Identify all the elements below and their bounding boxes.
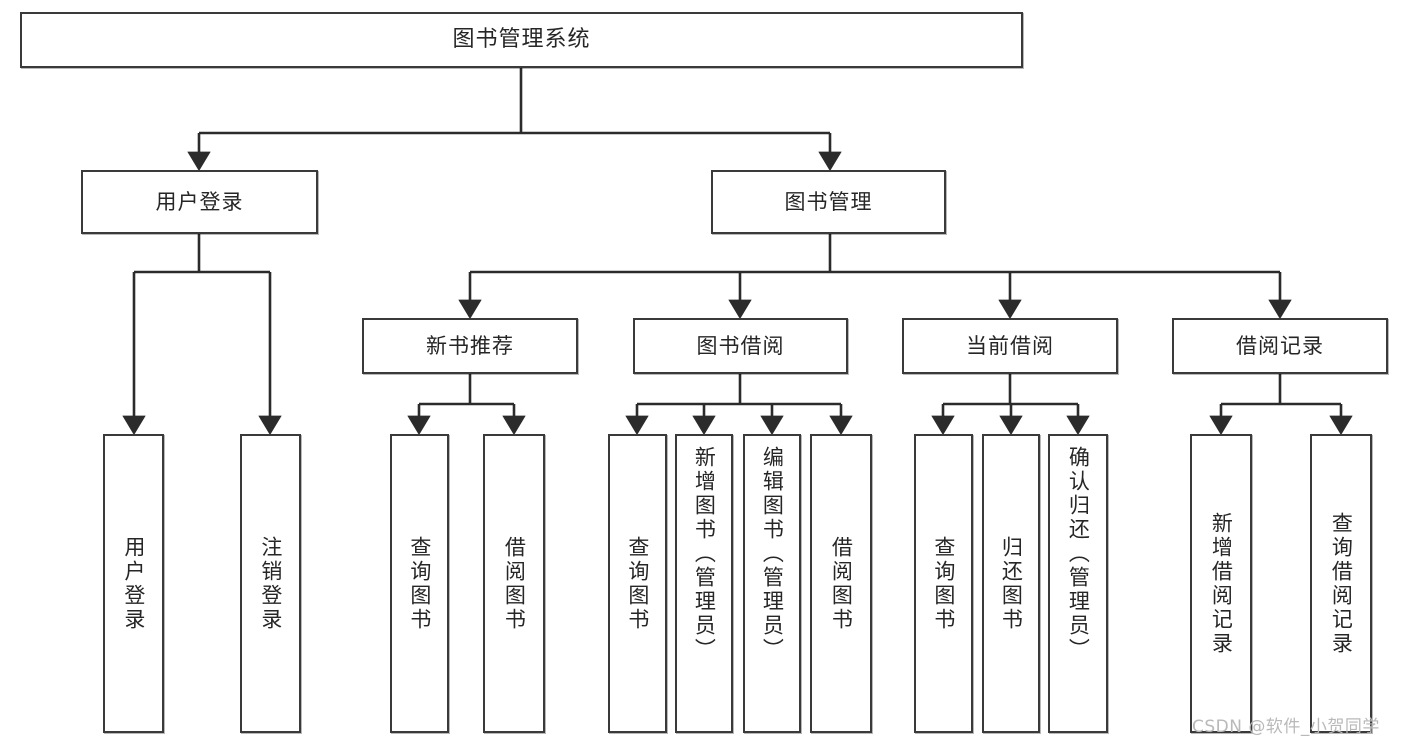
node-label: 查询图书 — [931, 535, 956, 632]
node-label: 当前借阅 — [966, 333, 1054, 358]
node-borrow-record[interactable]: 借阅记录 — [1172, 318, 1388, 374]
leaf-borrow-book-recommend[interactable]: 借阅图书 — [483, 434, 545, 733]
node-label: 编辑图书（管理员） — [760, 446, 785, 662]
node-new-book-recommend[interactable]: 新书推荐 — [362, 318, 578, 374]
leaf-borrow-book[interactable]: 借阅图书 — [810, 434, 872, 733]
node-book-management[interactable]: 图书管理 — [711, 170, 946, 234]
node-user-login[interactable]: 用户登录 — [81, 170, 318, 234]
node-label: 借阅图书 — [829, 535, 854, 632]
leaf-confirm-return-admin[interactable]: 确认归还（管理员） — [1048, 434, 1108, 733]
leaf-query-book-current[interactable]: 查询图书 — [914, 434, 973, 733]
leaf-query-borrow-record[interactable]: 查询借阅记录 — [1310, 434, 1372, 733]
leaf-edit-book-admin[interactable]: 编辑图书（管理员） — [743, 434, 801, 733]
node-label: 新书推荐 — [426, 333, 514, 358]
leaf-query-book-borrow[interactable]: 查询图书 — [608, 434, 667, 733]
node-label: 注销登录 — [258, 535, 283, 632]
node-label: 借阅图书 — [502, 535, 527, 632]
node-label: 查询图书 — [407, 535, 432, 632]
node-book-borrow[interactable]: 图书借阅 — [633, 318, 848, 374]
leaf-logout[interactable]: 注销登录 — [240, 434, 301, 733]
node-label: 新增图书（管理员） — [692, 446, 717, 662]
node-label: 查询借阅记录 — [1329, 511, 1354, 656]
node-label: 新增借阅记录 — [1209, 511, 1234, 656]
node-label: 确认归还（管理员） — [1066, 446, 1091, 662]
node-label: 图书管理系统 — [452, 27, 591, 53]
leaf-return-book[interactable]: 归还图书 — [982, 434, 1040, 733]
node-root-system[interactable]: 图书管理系统 — [20, 12, 1023, 68]
node-current-borrow[interactable]: 当前借阅 — [902, 318, 1118, 374]
leaf-query-book-recommend[interactable]: 查询图书 — [390, 434, 449, 733]
leaf-add-book-admin[interactable]: 新增图书（管理员） — [675, 434, 733, 733]
csdn-watermark: CSDN @软件_小贺同学 — [1192, 717, 1380, 737]
leaf-add-borrow-record[interactable]: 新增借阅记录 — [1190, 434, 1252, 733]
leaf-user-login[interactable]: 用户登录 — [103, 434, 164, 733]
node-label: 图书管理 — [784, 189, 873, 214]
node-label: 图书借阅 — [696, 333, 785, 358]
node-label: 归还图书 — [999, 535, 1024, 632]
node-label: 用户登录 — [155, 189, 244, 214]
node-label: 用户登录 — [121, 535, 146, 632]
node-label: 查询图书 — [625, 535, 650, 632]
node-label: 借阅记录 — [1236, 333, 1324, 358]
